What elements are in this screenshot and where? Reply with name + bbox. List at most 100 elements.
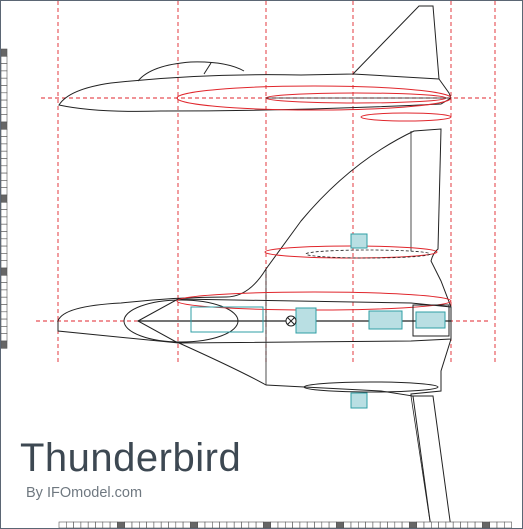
ruler-segment	[204, 521, 213, 528]
ruler-segment	[357, 521, 366, 528]
ruler-segment	[1, 202, 8, 210]
ruler-segment	[255, 521, 264, 528]
fuselage-top-outline	[136, 298, 452, 344]
ruler-segment	[117, 521, 126, 528]
ruler-segment	[314, 521, 323, 528]
ruler-segment	[102, 521, 111, 528]
ruler-segment	[387, 521, 396, 528]
ruler-segment	[95, 521, 104, 528]
ruler-segment	[336, 521, 344, 528]
ruler-segment	[190, 521, 198, 528]
wing-outline	[57, 128, 452, 528]
center-of-gravity-icon	[285, 315, 297, 327]
ruler-segment	[496, 521, 505, 528]
ruler-segment	[124, 521, 133, 528]
side-view	[58, 5, 452, 122]
vertical-guide-lines	[57, 1, 496, 365]
ruler-segment	[365, 521, 374, 528]
ruler-segment	[1, 136, 8, 145]
equipment-bay-outline	[412, 304, 450, 337]
ruler-segment	[438, 521, 447, 528]
ruler-segment	[350, 521, 359, 528]
ruler-segment	[401, 521, 410, 528]
ruler-segment	[306, 521, 315, 528]
ruler-segment	[139, 521, 147, 528]
ruler-segment	[1, 282, 8, 291]
wing-section-lower	[303, 381, 439, 393]
esc-block	[415, 311, 446, 329]
ruler-segment	[299, 521, 308, 528]
left-ruler	[1, 48, 8, 349]
battery-bay	[190, 306, 264, 333]
ruler-segment	[1, 63, 8, 72]
receiver-block	[368, 310, 403, 330]
ruler-segment	[1, 92, 8, 101]
ruler-segment	[1, 245, 8, 254]
ruler-segment	[248, 521, 257, 528]
ruler-segment	[146, 521, 155, 528]
ruler-segment	[197, 521, 206, 528]
ruler-segment	[1, 311, 8, 320]
ruler-segment	[1, 48, 8, 57]
bottom-ruler	[58, 521, 512, 528]
ruler-segment	[153, 521, 162, 528]
elevon-servo-lower	[350, 392, 368, 409]
elevon-hinge-line-lower	[410, 395, 432, 528]
ruler-segment	[1, 143, 8, 152]
ruler-segment	[423, 521, 432, 528]
ruler-segment	[1, 172, 8, 181]
ruler-segment	[1, 267, 8, 276]
ruler-segment	[1, 274, 8, 283]
ruler-segment	[277, 521, 286, 528]
ruler-segment	[1, 85, 8, 94]
ruler-segment	[66, 521, 74, 528]
ruler-segment	[489, 521, 498, 528]
ruler-segment	[1, 165, 8, 174]
ruler-segment	[321, 521, 330, 528]
ruler-segment	[292, 521, 301, 528]
fuselage-side-outline	[58, 5, 452, 112]
ruler-segment	[1, 253, 8, 261]
elevon-servo-upper	[350, 233, 368, 249]
ruler-segment	[1, 238, 8, 247]
ruler-segment	[1, 289, 8, 298]
ruler-segment	[182, 521, 191, 528]
ruler-segment	[226, 521, 235, 528]
ruler-segment	[379, 521, 388, 528]
ruler-segment	[160, 521, 169, 528]
wing-section-upper-inner	[305, 249, 431, 259]
ruler-segment	[1, 99, 8, 108]
ruler-segment	[87, 521, 96, 528]
ruler-segment	[1, 114, 8, 123]
stabilizer-side-section	[360, 112, 452, 122]
ruler-segment	[452, 521, 461, 528]
ruler-segment	[1, 55, 8, 64]
ruler-segment	[328, 521, 337, 528]
horizontal-guide-lines	[36, 97, 491, 322]
ruler-segment	[1, 333, 8, 342]
ruler-segment	[219, 521, 228, 528]
ruler-segment	[1, 194, 8, 203]
ruler-segment	[372, 521, 381, 528]
ruler-segment	[1, 129, 8, 137]
ruler-segment	[241, 521, 250, 528]
ruler-segment	[416, 521, 425, 528]
ruler-segment	[1, 121, 8, 130]
ruler-segment	[284, 521, 293, 528]
ruler-segment	[263, 521, 271, 528]
ruler-segment	[474, 521, 483, 528]
ruler-segment	[212, 521, 220, 528]
canopy-frame	[203, 62, 212, 75]
ruler-segment	[1, 158, 8, 167]
ruler-segment	[460, 521, 469, 528]
ruler-segment	[1, 260, 8, 269]
ruler-segment	[80, 521, 89, 528]
ruler-segment	[109, 521, 118, 528]
ruler-segment	[1, 296, 8, 305]
drawing-title: Thunderbird	[20, 436, 242, 480]
ruler-segment	[58, 521, 67, 528]
ruler-segment	[445, 521, 454, 528]
ruler-segment	[343, 521, 352, 528]
ruler-segment	[1, 209, 8, 218]
